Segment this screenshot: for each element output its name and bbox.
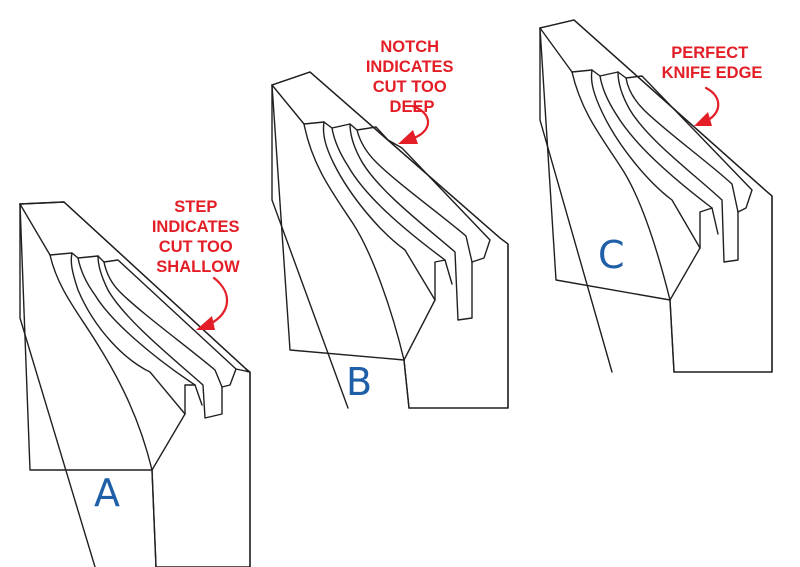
panel-b-letter: B	[346, 360, 372, 404]
panel-b-arrow	[398, 104, 430, 144]
panel-c-annotation: PERFECT KNIFE EDGE	[662, 44, 763, 82]
panel-a-annotation: STEP INDICATES CUT TOO SHALLOW	[152, 198, 244, 276]
panel-a-arrow	[196, 276, 229, 330]
panel-b-annotation-line: INDICATES	[366, 58, 454, 76]
workpiece-a	[19, 201, 251, 567]
workpiece-c	[539, 19, 773, 373]
panel-c: C PERFECT KNIFE EDGE	[539, 19, 773, 373]
panel-c-arrow	[694, 86, 720, 126]
panel-b-annotation-line: NOTCH	[380, 38, 439, 56]
panel-c-annotation-line: PERFECT	[671, 44, 748, 62]
panel-a-letter: A	[94, 471, 120, 515]
panel-a-annotation-line: SHALLOW	[156, 258, 240, 276]
panel-b-annotation: NOTCH INDICATES CUT TOO DEEP	[366, 38, 458, 116]
panel-c-annotation-line: KNIFE EDGE	[662, 64, 763, 82]
panel-a-annotation-line: INDICATES	[152, 218, 240, 236]
panel-c-letter: C	[598, 233, 625, 277]
panel-a-annotation-line: CUT TOO	[159, 238, 233, 256]
workpiece-b	[271, 71, 509, 409]
panel-b-annotation-line: CUT TOO	[373, 78, 447, 96]
panel-a: A STEP INDICATES CUT TOO SHALLOW	[19, 198, 251, 567]
panel-a-annotation-line: STEP	[174, 198, 217, 216]
panel-b: B NOTCH INDICATES CUT TOO DEEP	[271, 38, 509, 409]
